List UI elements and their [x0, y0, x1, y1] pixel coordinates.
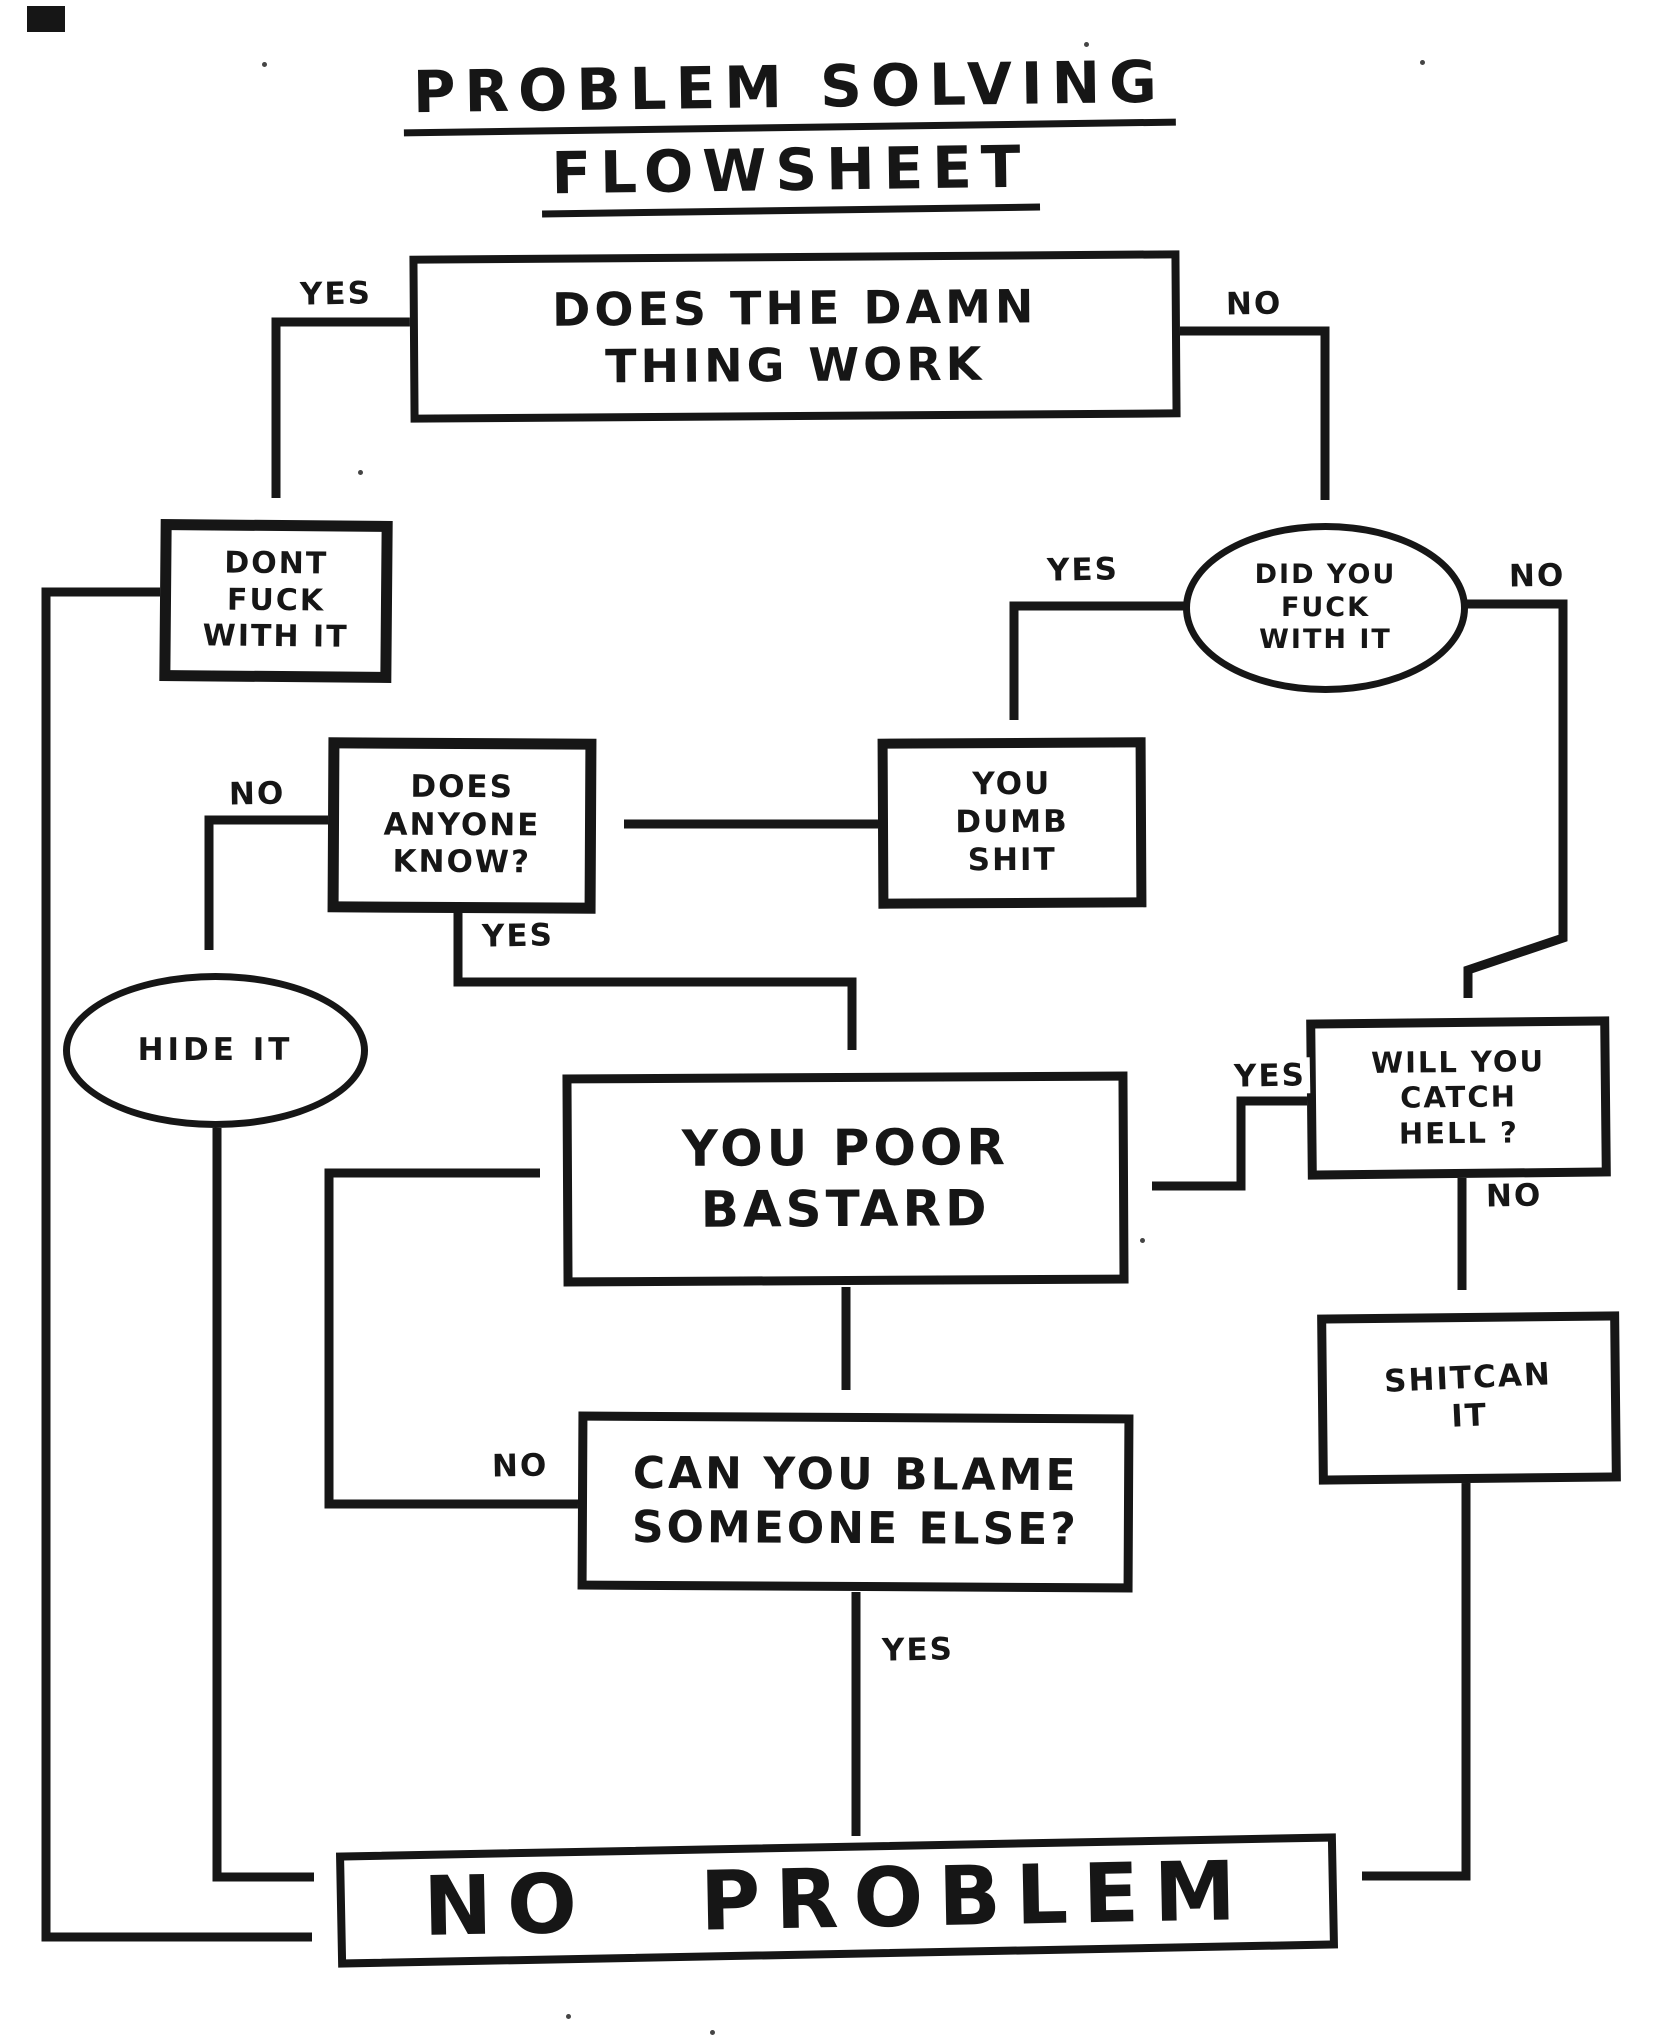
- connector-hell-yes: [1152, 1096, 1307, 1191]
- edge-label-know-yes: YES: [477, 917, 559, 955]
- node-hide-it-label: HIDE IT: [137, 1031, 294, 1068]
- node-you-poor-bastard-label: YOU POOR BASTARD: [681, 1118, 1010, 1239]
- node-shitcan-it-label: SHITCAN IT: [1383, 1356, 1553, 1435]
- node-does-the-damn-thing-work-label: DOES THE DAMN THING WORK: [551, 279, 1038, 393]
- connector-dont-to-noproblem: [41, 587, 312, 1942]
- node-does-anyone-know: DOES ANYONE KNOW?: [327, 737, 597, 914]
- page-title-line1: PROBLEM SOLVING: [402, 48, 1177, 137]
- photocopy-speck: [1140, 1238, 1145, 1243]
- connector-fucked-yes: [1009, 601, 1186, 720]
- edge-label-know-no: NO: [224, 775, 290, 813]
- node-will-you-catch-hell: WILL YOU CATCH HELL ?: [1306, 1016, 1611, 1180]
- edge-label-fucked-no: NO: [1504, 557, 1570, 595]
- photocopy-speck: [1084, 42, 1089, 47]
- photocopy-speck: [1420, 60, 1425, 65]
- node-you-dumb-shit-label: YOU DUMB SHIT: [955, 766, 1069, 879]
- connector-fucked-no: [1463, 599, 1568, 998]
- node-hide-it: HIDE IT: [63, 973, 368, 1128]
- node-can-you-blame-someone-else-label: CAN YOU BLAME SOMEONE ELSE?: [631, 1448, 1079, 1556]
- photocopy-speck: [262, 62, 267, 67]
- node-will-you-catch-hell-label: WILL YOU CATCH HELL ?: [1370, 1044, 1546, 1151]
- edge-label-fucked-yes: YES: [1042, 551, 1124, 589]
- edge-label-work-no: NO: [1221, 285, 1287, 323]
- node-you-dumb-shit: YOU DUMB SHIT: [877, 737, 1147, 909]
- node-dont-fuck-with-it-label: DONT FUCK WITH IT: [202, 545, 349, 655]
- photocopy-smudge: [27, 6, 65, 32]
- node-you-poor-bastard: YOU POOR BASTARD: [562, 1071, 1129, 1287]
- edge-label-hell-yes: YES: [1229, 1057, 1311, 1095]
- connector-shitcan-to-noproblem: [1362, 1483, 1471, 1881]
- node-no-problem: NO PROBLEM: [335, 1833, 1339, 1968]
- edge-label-blame-no: NO: [487, 1447, 553, 1485]
- node-no-problem-label: NO PROBLEM: [422, 1844, 1252, 1956]
- node-dont-fuck-with-it: DONT FUCK WITH IT: [159, 518, 393, 684]
- node-shitcan-it: SHITCAN IT: [1317, 1311, 1621, 1485]
- connector-know-yes: [453, 913, 857, 1050]
- connector-know-no: [204, 815, 330, 950]
- page-title-line2: FLOWSHEET: [541, 133, 1041, 218]
- connector-work-yes: [271, 317, 410, 498]
- node-does-anyone-know-label: DOES ANYONE KNOW?: [383, 768, 541, 881]
- page-title: PROBLEM SOLVING FLOWSHEET: [284, 48, 1296, 221]
- connector-blame-no-loop: [324, 1168, 578, 1509]
- edge-label-work-yes: YES: [295, 275, 377, 313]
- node-does-the-damn-thing-work: DOES THE DAMN THING WORK: [409, 250, 1181, 423]
- node-can-you-blame-someone-else: CAN YOU BLAME SOMEONE ELSE?: [577, 1411, 1134, 1593]
- photocopy-speck: [710, 2030, 715, 2035]
- node-did-you-fuck-with-it: DID YOU FUCK WITH IT: [1183, 523, 1468, 693]
- node-did-you-fuck-with-it-label: DID YOU FUCK WITH IT: [1254, 558, 1397, 656]
- edge-label-hell-no: NO: [1481, 1177, 1547, 1215]
- connector-hide-to-noproblem: [212, 1128, 314, 1882]
- photocopy-speck: [358, 470, 363, 475]
- edge-label-blame-yes: YES: [877, 1631, 959, 1669]
- photocopy-speck: [566, 2014, 571, 2019]
- connector-work-no: [1178, 326, 1330, 500]
